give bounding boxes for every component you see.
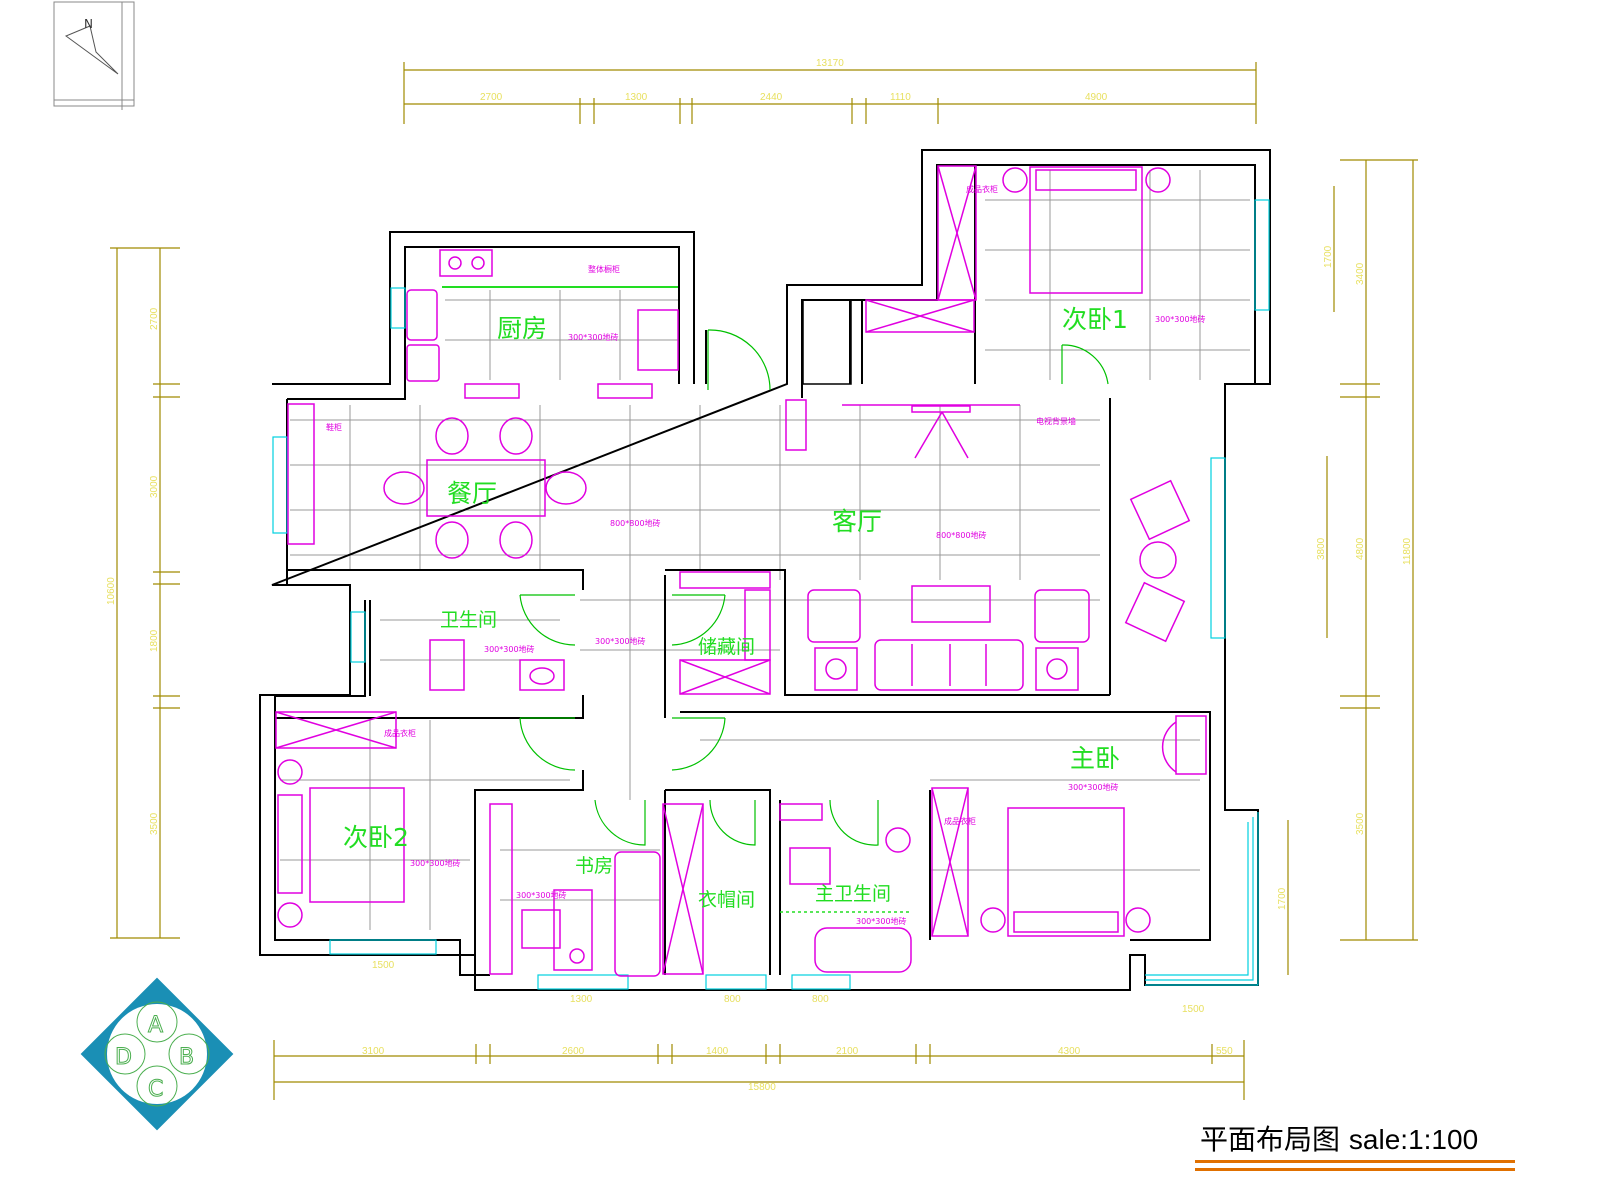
- note-tile: 300*300地砖: [410, 858, 461, 868]
- desk-chair: [521, 909, 561, 949]
- drawing-scale: sale:1:100: [1348, 1124, 1479, 1155]
- doors: [519, 329, 1109, 846]
- dim-right: 3400: [1355, 262, 1366, 285]
- bed-bedroom2: [309, 787, 405, 903]
- logo-letter: A: [148, 1013, 163, 1038]
- note-wardrobe: 成品衣柜: [966, 184, 998, 194]
- note-tv: 电视背景墙: [1036, 416, 1076, 426]
- note-tile: 300*300地砖: [1155, 314, 1206, 324]
- dim-right-total: 11800: [1402, 537, 1413, 565]
- dim-window: 1500: [372, 960, 395, 971]
- dim-bottom: 4300: [1058, 1046, 1081, 1057]
- dining-table: [426, 459, 546, 517]
- room-label-master-bedroom: 主卧: [1070, 744, 1120, 773]
- dim-right-inner: 1700: [1277, 887, 1288, 910]
- logo-letter: C: [148, 1077, 163, 1102]
- dim-bottom-total: 15800: [748, 1082, 776, 1093]
- title-underline: [1195, 1168, 1515, 1171]
- dim-top: 2440: [760, 92, 783, 103]
- note-shoe: 鞋柜: [326, 422, 342, 432]
- drawing-title: 平面布局图 sale:1:100: [1200, 1118, 1478, 1158]
- dim-right: 3500: [1355, 812, 1366, 835]
- coffee-table: [911, 585, 991, 623]
- toilet-icon: [429, 639, 465, 691]
- dim-bottom: 550: [1216, 1046, 1233, 1057]
- bed-master: [1007, 807, 1125, 937]
- sofa: [874, 639, 1024, 691]
- dim-left-total: 10600: [106, 577, 117, 605]
- room-label-study: 书房: [575, 855, 613, 877]
- room-label-kitchen: 厨房: [497, 314, 547, 343]
- dim-bottom: 1400: [706, 1046, 729, 1057]
- note-tile: 300*300地砖: [856, 916, 907, 926]
- toilet-icon: [789, 847, 831, 885]
- note-wardrobe: 成品衣柜: [384, 728, 416, 738]
- note-tile: 300*300地砖: [568, 332, 619, 342]
- dim-bottom: 2600: [562, 1046, 585, 1057]
- dim-right-inner: 1700: [1323, 245, 1334, 268]
- dim-top: 2700: [480, 92, 503, 103]
- sink-icon: [406, 289, 438, 341]
- room-label-bedroom1: 次卧1: [1062, 305, 1128, 334]
- north-label: N: [84, 17, 93, 31]
- bed-bedroom1: [1029, 166, 1143, 294]
- room-label-bedroom2: 次卧2: [343, 823, 409, 852]
- walls: [259, 149, 1271, 991]
- floor-tile-grid: [280, 170, 1250, 930]
- dim-bottom: 2100: [836, 1046, 859, 1057]
- compass-icon: N: [53, 1, 135, 110]
- fridge-icon: [637, 309, 679, 371]
- room-label-cloakroom: 衣帽间: [698, 889, 755, 911]
- study-sofa: [614, 851, 661, 977]
- room-label-storage: 储藏间: [698, 636, 755, 658]
- title-underline: [1195, 1160, 1515, 1163]
- dim-right: 4800: [1355, 537, 1366, 560]
- dim-right-inner: 3800: [1316, 537, 1327, 560]
- dim-left: 3000: [149, 475, 160, 498]
- abcd-logo: A B C D: [80, 977, 234, 1131]
- note-tile: 300*300地砖: [1068, 782, 1119, 792]
- room-label-bathroom: 卫生间: [440, 609, 497, 631]
- stove-icon: [439, 249, 493, 277]
- room-label-dining: 餐厅: [447, 479, 497, 508]
- dimension-labels: 13170 2700 1300 2440 1110 4900 15800 310…: [106, 58, 1413, 1093]
- dim-bottom: 3100: [362, 1046, 385, 1057]
- dim-top: 4900: [1085, 92, 1108, 103]
- note-tile: 300*300地砖: [484, 644, 535, 654]
- logo-letter: B: [179, 1045, 194, 1070]
- dim-top: 1300: [625, 92, 648, 103]
- windows: [272, 199, 1270, 990]
- drawing-title-name: 平面布局图: [1200, 1123, 1341, 1156]
- desk: [553, 889, 593, 971]
- note-tile: 800*800地砖: [936, 530, 987, 540]
- dim-top: 1110: [890, 92, 911, 103]
- room-labels: 厨房 餐厅 客厅 次卧1 卫生间 储藏间 主卧 次卧2 书房 衣帽间 主卫生间: [343, 305, 1128, 911]
- dim-window: 800: [812, 994, 829, 1005]
- dimension-lines: [110, 62, 1418, 1100]
- furniture: [275, 165, 1207, 977]
- note-tile: 300*300地砖: [595, 636, 646, 646]
- dim-left: 1800: [149, 629, 160, 652]
- shoe-cabinet: [287, 403, 315, 545]
- dim-top-total: 13170: [816, 58, 844, 69]
- note-wardrobe: 成品衣柜: [944, 816, 976, 826]
- tv-unit: [911, 405, 971, 413]
- room-label-living: 客厅: [832, 507, 882, 536]
- dim-window: 1300: [570, 994, 593, 1005]
- room-label-master-bath: 主卫生间: [815, 883, 891, 905]
- dim-window: 1500: [1182, 1004, 1205, 1015]
- bathtub-icon: [814, 927, 912, 973]
- dim-window: 800: [724, 994, 741, 1005]
- logo-letter: D: [115, 1045, 132, 1070]
- annotations: 300*300地砖 整体橱柜 800*800地砖 800*800地砖 300*3…: [326, 184, 1206, 926]
- note-tile: 800*800地砖: [610, 518, 661, 528]
- note-tile: 300*300地砖: [516, 890, 567, 900]
- dim-left: 3500: [149, 812, 160, 835]
- note-cabinet: 整体橱柜: [588, 264, 620, 274]
- dim-left: 2700: [149, 307, 160, 330]
